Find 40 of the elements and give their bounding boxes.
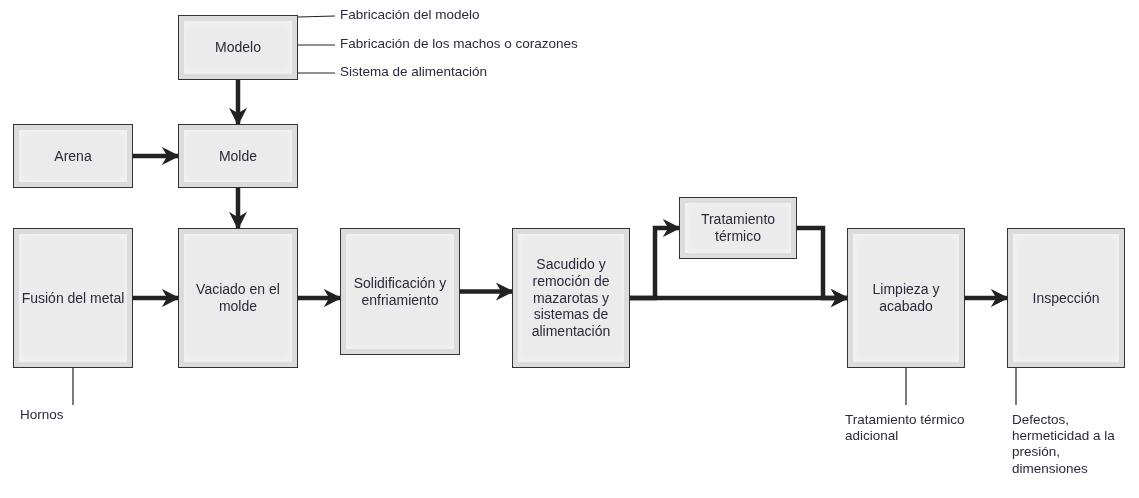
step-label: Fusión del metal: [21, 289, 125, 307]
arrow: [797, 225, 849, 307]
step-label: Vaciado en el molde: [195, 281, 281, 315]
process-box: [13, 124, 133, 188]
process-box: [847, 228, 965, 368]
arrow: [133, 147, 180, 165]
process-box: [1007, 228, 1125, 368]
note-text: Tratamiento térmico adicional: [845, 412, 966, 445]
step-label: Arena: [54, 147, 92, 165]
arrow: [133, 289, 180, 307]
arrow: [298, 289, 342, 307]
arrow: [229, 80, 247, 126]
leader-line: [297, 15, 336, 18]
process-box: [679, 197, 797, 259]
leader-line: [297, 44, 336, 46]
leader-line: [72, 367, 74, 406]
leader-line: [1015, 367, 1017, 406]
step-label: Sacudido y remoción de mazarotas y sistemas de alimentación: [530, 256, 612, 340]
arrow: [229, 188, 247, 230]
note-text: Sistema de alimentación: [340, 64, 488, 81]
step-label: Modelo: [215, 39, 261, 56]
note-text: Hornos: [20, 407, 64, 424]
step-label: Limpieza y acabado: [871, 281, 941, 315]
arrow: [460, 282, 514, 301]
leader-line: [905, 367, 907, 406]
step-label: Inspección: [1032, 289, 1100, 307]
process-box: [178, 124, 298, 188]
leader-line: [297, 72, 336, 74]
process-box: [13, 228, 133, 368]
note-text: Fabricación del modelo: [340, 7, 480, 24]
note-text: Fabricación de los machos o corazones: [340, 36, 578, 53]
arrow: [965, 289, 1009, 307]
step-label: Solidificación y enfriamiento: [352, 274, 448, 309]
step-label: Tratamiento térmico: [699, 211, 777, 245]
process-box: [512, 228, 630, 368]
process-box: [178, 228, 298, 368]
step-label: Molde: [218, 147, 258, 165]
process-box: [178, 15, 298, 80]
process-box: [340, 228, 460, 355]
note-text: Defectos, hermeticidad a la presión, dimensiones: [1012, 412, 1116, 477]
